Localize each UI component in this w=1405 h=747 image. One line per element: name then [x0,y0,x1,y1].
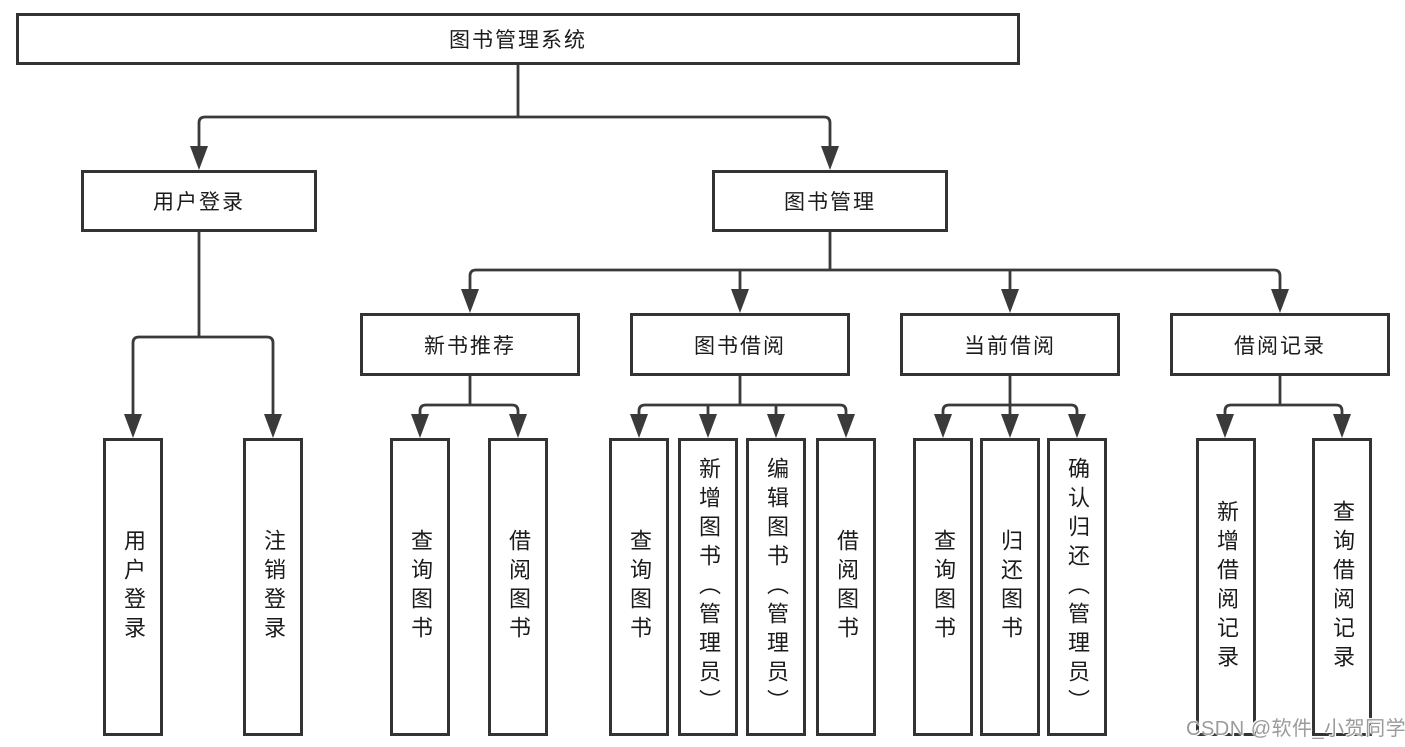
csdn-watermark: CSDN @软件_小贺同学 [1186,718,1405,740]
leaf-borrow-query-books: 查询图书 [609,438,669,736]
leaf-newbook-query-books-label: 查询图书 [408,529,433,645]
leaf-current-return-books-label: 归还图书 [998,529,1023,645]
leaf-newbook-borrow-books-label: 借阅图书 [506,529,531,645]
leaf-current-return-books: 归还图书 [980,438,1040,736]
leaf-newbook-borrow-books: 借阅图书 [488,438,548,736]
leaf-logout: 注销登录 [243,438,303,736]
node-book-borrow-label: 图书借阅 [694,334,786,358]
node-borrow-records: 借阅记录 [1170,313,1390,376]
leaf-user-login: 用户登录 [103,438,163,736]
node-borrow-records-label: 借阅记录 [1234,334,1326,358]
leaf-records-add-borrow-record: 新增借阅记录 [1196,438,1256,736]
arrowheads [124,146,1351,438]
node-user-login: 用户登录 [81,170,317,232]
leaf-borrow-add-books-admin: 新增图书（管理员） [678,438,738,736]
leaf-newbook-query-books: 查询图书 [390,438,450,736]
node-user-login-label: 用户登录 [153,191,245,214]
leaf-borrow-borrow-books-label: 借阅图书 [834,529,859,645]
leaf-current-query-books-label: 查询图书 [931,529,956,645]
leaf-records-query-borrow-record: 查询借阅记录 [1312,438,1372,736]
leaf-borrow-query-books-label: 查询图书 [627,529,652,645]
leaf-user-login-label: 用户登录 [121,529,146,645]
node-current-borrow-label: 当前借阅 [964,334,1056,358]
leaf-current-confirm-return-admin: 确认归还（管理员） [1047,438,1107,736]
node-new-book-recommend: 新书推荐 [360,313,580,376]
leaf-current-confirm-return-admin-label: 确认归还（管理员） [1065,456,1090,718]
leaf-borrow-borrow-books: 借阅图书 [816,438,876,736]
leaf-logout-label: 注销登录 [261,529,286,645]
leaf-borrow-edit-books-admin: 编辑图书（管理员） [746,438,806,736]
node-root: 图书管理系统 [16,13,1020,65]
node-book-mgmt: 图书管理 [712,170,948,232]
node-book-mgmt-label: 图书管理 [784,191,876,214]
leaf-current-query-books: 查询图书 [913,438,973,736]
leaf-records-add-borrow-record-label: 新增借阅记录 [1214,500,1239,674]
node-current-borrow: 当前借阅 [900,313,1120,376]
node-book-borrow: 图书借阅 [630,313,850,376]
node-new-book-recommend-label: 新书推荐 [424,334,516,358]
leaf-records-query-borrow-record-label: 查询借阅记录 [1330,500,1355,674]
leaf-borrow-add-books-admin-label: 新增图书（管理员） [696,456,721,718]
leaf-borrow-edit-books-admin-label: 编辑图书（管理员） [764,456,789,718]
node-root-label: 图书管理系统 [449,29,587,52]
